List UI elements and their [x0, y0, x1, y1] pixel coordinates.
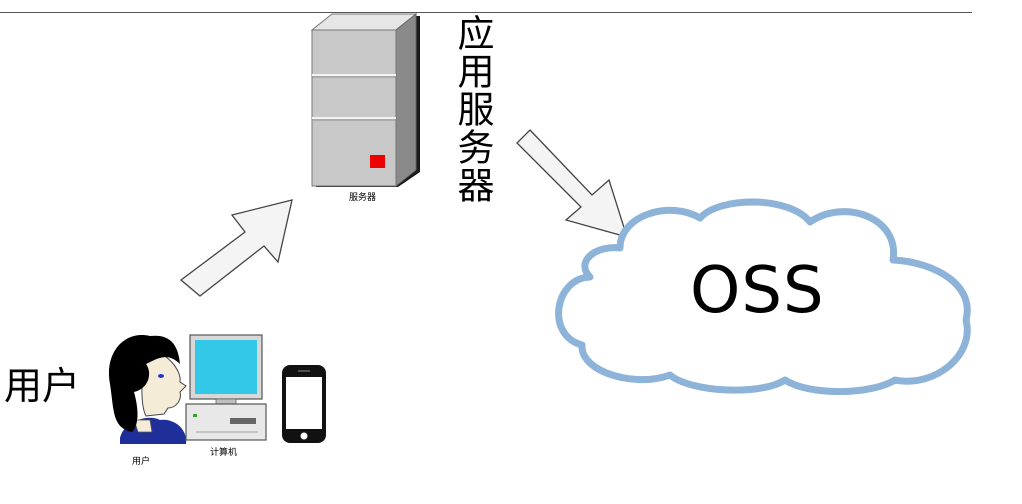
server-led: [370, 155, 385, 168]
computer-icon: [185, 334, 267, 441]
smartphone-icon: [282, 365, 326, 443]
app-server-label: 应用服务器: [451, 14, 494, 204]
person-hair: [108, 335, 180, 432]
monitor-screen: [195, 340, 257, 394]
user-caption: 用户: [132, 457, 151, 467]
arrow-server-to-oss: [516, 129, 628, 238]
server-icon: [310, 12, 420, 188]
person-eye: [158, 374, 164, 378]
user-label: 用户: [4, 364, 81, 408]
computer-caption: 计算机: [210, 448, 238, 458]
server-caption: 服务器: [349, 193, 377, 203]
arrow-user-to-server: [179, 199, 293, 297]
oss-cloud-icon: [555, 198, 971, 396]
phone-screen: [286, 377, 322, 429]
user-person-icon: [108, 335, 187, 444]
oss-label: OSS: [690, 254, 825, 328]
server-side: [395, 12, 417, 188]
